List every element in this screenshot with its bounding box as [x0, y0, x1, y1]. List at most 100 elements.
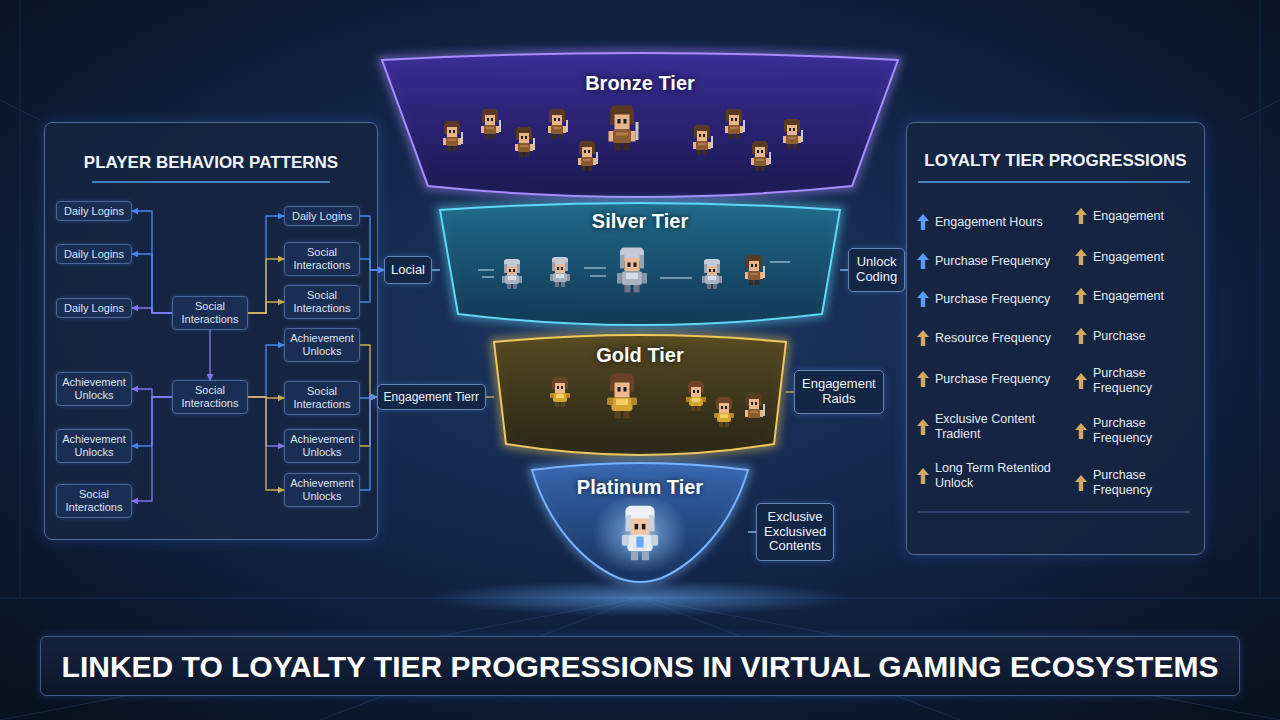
- box-label: Achievement Unlocks: [60, 376, 128, 401]
- behavior-box: Daily Logins: [56, 298, 132, 319]
- box-label: Unlock Coding: [856, 255, 897, 285]
- box-label: Daily Logins: [60, 302, 128, 315]
- progression-item: Purchase Frequency: [1093, 468, 1193, 498]
- progression-text: Purchase Frequency: [935, 254, 1050, 269]
- character-sprite: [515, 127, 535, 157]
- connector: [840, 269, 848, 270]
- progression-item: Purchase Frequency: [1093, 366, 1193, 396]
- tier-band: Platinum Tier: [532, 462, 748, 582]
- wall-line: [1260, 0, 1261, 598]
- tier-band: Gold Tier: [494, 334, 786, 456]
- progression-item: Long Term Retentiod Unlock: [935, 461, 1063, 491]
- tier-name: Gold Tier: [596, 344, 683, 367]
- up-arrow: [1075, 423, 1087, 439]
- progression-item: Purchase: [1093, 329, 1146, 344]
- tier-band-outline: [494, 335, 786, 455]
- character-sprite: [609, 106, 639, 151]
- panel-heading: PLAYER BEHAVIOR PATTERNS: [45, 153, 377, 173]
- progression-item: Resource Frequency: [935, 331, 1051, 346]
- speed-line: [660, 277, 692, 279]
- caption: LINKED TO LOYALTY TIER PROGRESSIONS IN V…: [62, 650, 1219, 683]
- progression-arrows: [917, 208, 1087, 491]
- tier-name: Platinum Tier: [577, 476, 703, 499]
- heading-underline: [918, 181, 1190, 183]
- caption-banner: LINKED TO LOYALTY TIER PROGRESSIONS IN V…: [40, 636, 1240, 696]
- behavior-box: Daily Logins: [284, 206, 360, 227]
- reward-box: Exclusive Exclusived Contents: [756, 503, 834, 562]
- tier-band-glow: [440, 203, 840, 325]
- box-label: Locial: [391, 262, 425, 278]
- tier-band: Bronze Tier: [382, 52, 898, 198]
- behavior-box: Achievement Unlocks: [56, 429, 132, 462]
- up-arrow: [1075, 288, 1087, 304]
- link-box: Engagement Tierr: [377, 384, 486, 410]
- up-arrow: [1075, 373, 1087, 389]
- box-label: Social Interactions: [288, 246, 356, 271]
- speed-line: [590, 275, 606, 277]
- box-label: Engagement Tierr: [384, 390, 479, 404]
- behavior-box: Achievement Unlocks: [284, 328, 360, 361]
- up-arrow: [917, 214, 929, 230]
- tier-band: Silver Tier: [440, 202, 840, 326]
- behavior-panel: PLAYER BEHAVIOR PATTERNSDaily LoginsDail…: [44, 122, 378, 540]
- progression-text: Purchase Frequency: [935, 292, 1050, 307]
- panel-divider: [918, 512, 1190, 513]
- connector: [432, 269, 440, 270]
- tier-band-outline: [382, 53, 898, 197]
- character-sprite: [548, 109, 568, 139]
- character-sprite: [702, 259, 722, 289]
- tier-name: Bronze Tier: [585, 72, 695, 95]
- up-arrow: [1075, 208, 1087, 224]
- box-label: Social Interactions: [176, 384, 244, 409]
- box-label: Social Interactions: [176, 300, 244, 325]
- progression-text: Long Term Retentiod Unlock: [935, 461, 1063, 491]
- progression-text: Exclusive Content Tradient: [935, 412, 1063, 442]
- progression-item: Purchase Frequency: [935, 372, 1050, 387]
- progression-item: Engagement: [1093, 289, 1164, 304]
- character-sprite: [550, 377, 570, 407]
- box-label: Engagement Raids: [802, 377, 876, 407]
- character-sprite: [443, 121, 463, 151]
- behavior-box: Achievement Unlocks: [284, 473, 360, 506]
- behavior-box: Social Interactions: [284, 242, 360, 275]
- progression-text: Resource Frequency: [935, 331, 1051, 346]
- character-sprite: [617, 248, 647, 293]
- up-arrow: [1075, 475, 1087, 491]
- panel-heading: LOYALTY TIER PROGRESSIONS: [907, 151, 1204, 171]
- character-sprite: [751, 141, 771, 171]
- box-label: Achievement Unlocks: [60, 433, 128, 458]
- up-arrow: [917, 468, 929, 484]
- speed-line: [478, 269, 494, 271]
- box-label: Daily Logins: [60, 205, 128, 218]
- character-sprite: [745, 393, 765, 423]
- gold-characters: [550, 374, 765, 428]
- progression-item: Purchase Frequency: [1093, 416, 1193, 446]
- tier-band-glow: [494, 335, 786, 455]
- behavior-box: Social Interactions: [284, 285, 360, 318]
- character-sprite: [622, 506, 658, 560]
- up-arrow: [917, 330, 929, 346]
- behavior-box: Social Interactions: [56, 484, 132, 517]
- character-sprite: [578, 141, 598, 171]
- up-arrow: [1075, 249, 1087, 265]
- box-label: Social Interactions: [288, 385, 356, 410]
- progression-item: Engagement: [1093, 250, 1164, 265]
- progression-text: Engagement: [1093, 289, 1164, 304]
- character-sprite: [745, 255, 765, 285]
- progression-text: Purchase Frequency: [935, 372, 1050, 387]
- character-sprite: [481, 109, 501, 139]
- progression-item: Purchase Frequency: [935, 292, 1050, 307]
- speed-lines: [478, 262, 790, 278]
- wall-line: [20, 0, 21, 598]
- behavior-box: Achievement Unlocks: [284, 429, 360, 462]
- character-sprite: [550, 257, 570, 287]
- connector: [748, 531, 756, 532]
- up-arrow: [917, 291, 929, 307]
- up-arrow: [917, 253, 929, 269]
- character-glow: [592, 494, 688, 574]
- tier-band-outline: [532, 463, 748, 582]
- box-label: Social Interactions: [60, 488, 128, 513]
- tier-band-glow: [532, 463, 748, 582]
- behavior-box: Achievement Unlocks: [56, 372, 132, 405]
